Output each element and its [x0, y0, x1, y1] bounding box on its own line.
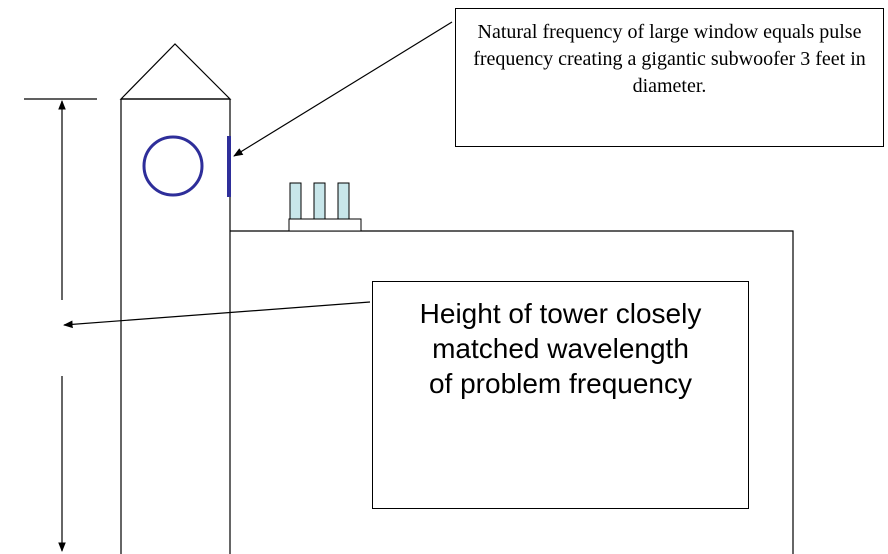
- tower-roof: [119, 43, 232, 100]
- height-callout-line: matched wavelength: [432, 333, 689, 364]
- large-window-circle: [142, 135, 204, 197]
- height-callout-line: of problem frequency: [428, 368, 693, 399]
- window-callout-box: Natural frequency of large window equals…: [455, 8, 884, 147]
- height-callout-box: Height of tower closely matched waveleng…: [372, 281, 749, 509]
- vent-base: [288, 218, 362, 232]
- tower: [119, 43, 232, 554]
- roof-vents: [288, 182, 362, 232]
- height-dimension: [24, 98, 97, 552]
- window-pointer-arrow: [233, 21, 453, 157]
- height-pointer-arrow: [63, 301, 371, 329]
- vent-pipe: [313, 182, 326, 220]
- vent-pipe: [289, 182, 302, 220]
- window-callout-text: Natural frequency of large window equals…: [473, 21, 866, 97]
- main-building: [230, 230, 794, 554]
- vent-pipe: [337, 182, 350, 220]
- height-callout-line: Height of tower closely: [419, 298, 702, 329]
